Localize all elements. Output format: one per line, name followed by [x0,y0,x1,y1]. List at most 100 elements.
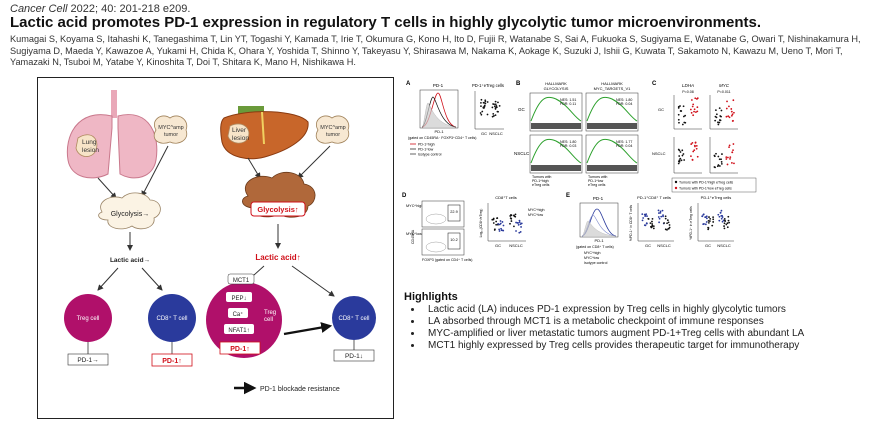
scatter-point [707,228,710,231]
scatter-point [720,109,723,112]
scatter-point [495,223,498,226]
scatter-point [714,115,717,118]
scatter-point [498,230,501,232]
scatter-point [493,103,496,106]
highlight-item: LA absorbed through MCT1 is a metabolic … [423,316,844,328]
panel-a-legend: PD-1^high PD-1^low Isotype control [410,143,442,157]
lactic-acid-left-label: Lactic acid→ [110,257,150,264]
scatter-point [658,221,660,224]
scatter-point [666,222,668,225]
scatter-point [510,214,513,217]
treg-cell-left [64,294,112,342]
panel-e-label: E [566,193,570,199]
scatter-point [657,216,660,218]
scatter-point [501,229,504,232]
panel-d-row2: MYC^low [406,232,422,236]
scatter-point [691,105,694,108]
scatter-point [732,149,734,152]
panel-e-ylab2: %PD-1⁺ in eTreg cells [689,206,693,240]
panel-a-title: PD-1 [433,83,444,88]
scatter-point [480,113,483,116]
citation-details: 2022; 40: 201-218 e209. [67,3,191,15]
treg-label-left: Treg cell [77,316,100,322]
scatter-point [658,212,660,214]
panel-c-axes [673,95,738,174]
scatter-point [694,141,697,144]
cd8-cell-right [332,296,376,340]
panel-e-title: PD-1 [593,196,604,201]
scatter-point [712,218,715,221]
scatter-point [724,219,726,222]
panel-b-row2: NSCLC [514,151,530,156]
scatter-point [714,119,717,122]
scatter-point [499,222,502,225]
scatter-point [660,215,663,218]
scatter-point [717,213,720,216]
scatter-point [718,121,721,124]
scatter-point [721,216,724,218]
scatter-point [705,217,708,220]
panel-b-gsea-plots [529,92,639,174]
scatter-point [666,219,669,222]
scatter-point [646,215,648,218]
scatter-point [730,110,733,113]
scatter-point [696,155,699,158]
panel-c-leg1: Tumors with PD-1^high eTreg cells [679,180,733,184]
panel-c-gene1: LDHA [682,83,694,88]
scatter-point [695,145,698,147]
scatter-point [679,110,682,112]
scatter-point [718,107,721,110]
panel-a-note: (gated on CD45RA⁻ FOXP3⁺CD4⁺ T cells) [408,136,476,140]
glycolysis-cloud-left [98,192,161,230]
scatter-point [691,159,694,161]
scatter-point [723,225,725,227]
scatter-point [657,209,660,212]
scatter-point [725,115,728,118]
scatter-point [721,220,724,223]
scatter-point [647,217,650,220]
scatter-point [708,220,711,222]
scatter-point [726,100,728,103]
panel-a-leg2: PD-1^low [418,148,434,152]
highlight-item: MYC-amplified or liver metastatic tumors… [423,328,844,340]
scatter-point [690,143,693,145]
scatter-point [494,107,497,109]
scatter-point [486,101,489,103]
panel-e-xlabel: PD-1 [594,238,604,243]
panel-a-title2: PD-1⁺eTreg cells [472,83,504,88]
scatter-point [725,156,728,159]
scatter-point [720,158,722,161]
scatter-point [681,123,684,126]
ca-label: Ca⁺ [233,311,244,318]
panel-d-leg2: MYC^low [528,213,543,217]
scatter-point [644,224,647,227]
scatter-point [519,231,522,233]
scatter-point [649,222,652,225]
lactic-acid-right-label: Lactic acid↑ [255,253,300,262]
scatter-point [693,144,696,147]
panel-c-leg2: Tumors with PD-1^low eTreg cells [679,186,732,190]
scatter-point [683,159,686,161]
scatter-point [690,155,692,157]
scatter-point [678,155,681,157]
scatter-point [502,224,505,227]
scatter-point [730,162,733,164]
scatter-point [705,215,708,218]
cd8-label-left: CD8⁺ T cell [157,315,188,322]
pep-label: PEP↓ [231,296,246,302]
panel-c-pval1: P=0.08 [682,90,694,94]
scatter-point [720,115,722,118]
scatter-point [693,149,696,152]
scatter-point [515,221,517,224]
scatter-point [696,98,698,100]
scatter-point [690,111,693,114]
panel-b-row1: GC [518,107,526,112]
scatter-point [492,113,495,115]
panel-a-histogram-frame [419,89,459,129]
panel-e-t2: PD-1⁺eTreg cells [701,195,732,200]
scatter-point [500,227,502,230]
panel-a-cat1: GC [481,131,487,136]
